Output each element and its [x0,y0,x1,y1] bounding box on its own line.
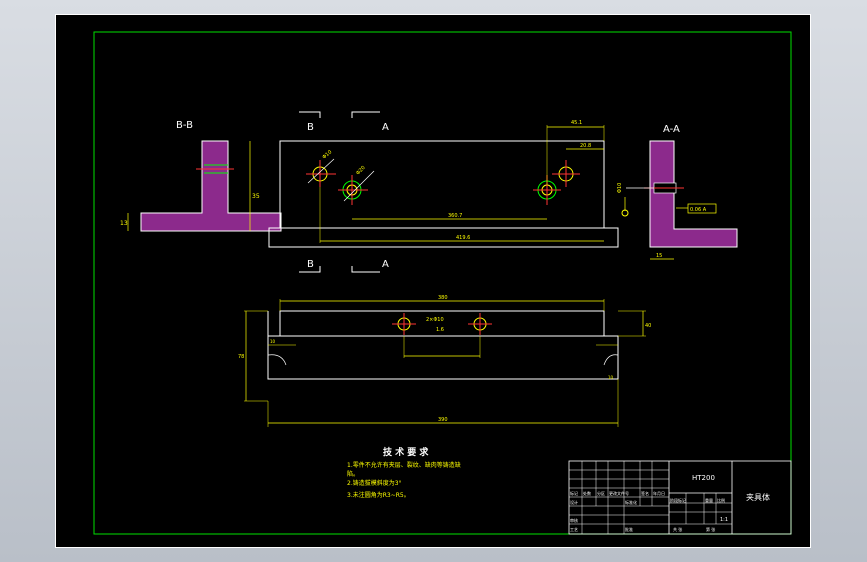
front-right-w-dim: 45.1 [571,120,582,126]
section-bb-view: B-B 35 13 [120,120,282,232]
front-overall-dim: 419.6 [456,235,470,241]
roughness-symbol: 1.6 [436,327,444,333]
front-small-dim: 20.8 [580,143,591,149]
tb-sheets: 共 张 [673,526,682,532]
tb-process: 工艺 [570,527,578,532]
notes-line-2: 2.铸造拔模斜度为3° [347,479,402,487]
tb-stage: 阶段标记 [670,497,686,503]
plan-left-small-dim-2: 10 [608,375,614,380]
aa-hole-label: Φ10 [617,183,623,193]
plan-left-height-dim: 78 [238,354,244,360]
drawing-canvas: B-B 35 13 B A [93,31,792,535]
notes-line-1: 1.零件不允许有夹层、裂纹、缺肉等铸造缺 [347,461,461,469]
front-hole-dia2-label: Φ20 [355,165,367,177]
section-aa-view: A-A Φ10 0.06 A 15 [617,124,738,260]
drawing-sheet: B-B 35 13 B A [55,14,811,548]
material-label: HT200 [692,474,715,482]
cut-markers-bottom: B A [299,259,389,273]
aa-section-hatch [649,140,738,248]
plan-view: 2×Φ10 1.6 380 40 78 390 [238,295,651,427]
tb-ratio: 比例 [717,497,725,503]
bb-base-dim: 13 [120,220,128,227]
tb-sheet: 第 张 [706,526,715,532]
plan-length-dim: 380 [438,295,448,301]
tb-sign: 签名 [641,490,649,496]
cut-a-top: A [382,122,389,133]
cut-b-bottom: B [307,259,314,270]
section-aa-label: A-A [663,124,680,135]
tb-mark: 标记 [570,490,578,496]
cut-b-top: B [307,122,314,133]
cut-markers-top: B A [299,111,389,133]
aa-base-dim: 15 [656,253,662,259]
tb-approve: 批准 [625,526,633,532]
plan-hole-label: 2×Φ10 [426,317,444,323]
notes-line-3: 3.未注圆角为R3~R5。 [347,491,410,499]
tb-date: 年月日 [653,490,665,496]
title-block: HT200 夹具体 1:1 标记 处数 分区 更改文件号 签名 年月日 设计 标… [568,460,792,535]
cut-a-bottom: A [382,259,389,270]
section-bb-label: B-B [176,120,193,131]
plan-bottom-dim: 390 [438,417,448,423]
front-view: Φ10 Φ20 45.1 20.8 360.7 419.6 [268,120,619,248]
bb-section-hatch [140,140,282,232]
notes-line-1b: 陷。 [347,470,359,478]
plan-left-small-dim: 10 [270,339,276,344]
aa-tolerance-frame [687,203,717,214]
tb-design: 设计 [570,499,578,505]
tb-docno: 更改文件号 [609,490,629,496]
tb-weight: 重量 [705,497,713,503]
inner-frame [93,31,792,535]
front-hole-dist-dim: 360.7 [448,213,462,219]
front-hole-dia-label: Φ10 [321,149,333,160]
tb-zone: 分区 [597,490,605,496]
front-base [268,227,619,248]
aa-tolerance-label: 0.06 A [690,207,707,213]
bb-height-dim: 35 [252,193,260,200]
notes-title: 技 术 要 求 [383,446,429,458]
tb-count: 处数 [583,490,591,496]
part-name-label: 夹具体 [746,492,770,502]
scale-label: 1:1 [720,517,728,523]
tb-check: 审核 [570,517,578,523]
plan-right-dim: 40 [645,323,651,329]
technical-notes: 技 术 要 求 1.零件不允许有夹层、裂纹、缺肉等铸造缺 陷。 2.铸造拔模斜度… [347,446,461,499]
tb-std: 标准化 [625,499,637,505]
